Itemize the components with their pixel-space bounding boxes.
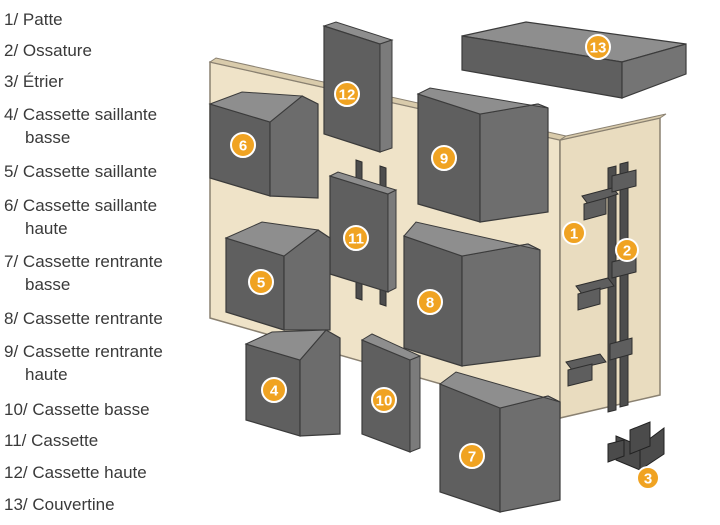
badge-label: 12: [339, 87, 356, 104]
badge-label: 13: [590, 40, 607, 57]
legend-label: Cassette: [31, 431, 99, 450]
legend-label-continued: basse: [25, 275, 71, 294]
legend-label: Étrier: [22, 72, 64, 91]
legend-item-12: 12/ Cassette haute: [4, 461, 147, 484]
legend-item-10: 10/ Cassette basse: [4, 398, 150, 421]
badge-label: 5: [257, 275, 265, 292]
badge-13: 13: [585, 34, 611, 60]
badge-1: 1: [562, 221, 586, 245]
legend-item-13: 13/ Couvertine: [4, 493, 115, 516]
badge-11: 11: [343, 225, 369, 251]
legend-label: Ossature: [22, 41, 92, 60]
legend-label-continued: basse: [25, 128, 71, 147]
badge-3: 3: [636, 466, 660, 490]
legend-label: Cassette rentrante: [22, 342, 163, 361]
patte-brackets: [565, 169, 637, 387]
badge-4: 4: [261, 377, 287, 403]
legend-item-6: 6/ Cassette saillante haute: [4, 194, 157, 240]
legend-item-8: 8/ Cassette rentrante: [4, 307, 163, 330]
legend-number: 8/: [4, 309, 19, 328]
badge-7: 7: [459, 443, 485, 469]
badge-9: 9: [431, 145, 457, 171]
legend-item-2: 2/ Ossature: [4, 39, 92, 62]
legend-number: 9/: [4, 342, 19, 361]
badge-label: 3: [644, 471, 652, 488]
legend-number: 10/: [4, 400, 28, 419]
couvertine-13: [461, 21, 687, 99]
legend-item-9: 9/ Cassette rentrante haute: [4, 340, 163, 386]
number-badges: 1 2 3 4 5 6 7 8 9 10 11 12 13: [230, 34, 660, 490]
legend-item-4: 4/ Cassette saillante basse: [4, 103, 157, 149]
legend-number: 12/: [4, 463, 28, 482]
legend: 1/ Patte 2/ Ossature 3/ Étrier 4/ Casset…: [0, 0, 200, 525]
legend-label-continued: haute: [25, 365, 68, 384]
legend-item-1: 1/ Patte: [4, 8, 63, 31]
badge-label: 6: [239, 138, 247, 155]
badge-label: 4: [270, 383, 279, 400]
legend-label: Cassette rentrante: [22, 252, 163, 271]
legend-label: Patte: [22, 10, 63, 29]
legend-item-3: 3/ Étrier: [4, 70, 64, 93]
legend-label: Couvertine: [32, 495, 115, 514]
wall-top-edge-right: [559, 113, 667, 141]
badge-label: 8: [426, 295, 434, 312]
legend-number: 7/: [4, 252, 19, 271]
legend-label: Cassette saillante: [22, 105, 158, 124]
badge-label: 11: [348, 231, 364, 248]
badge-12: 12: [334, 81, 360, 107]
legend-number: 1/: [4, 10, 19, 29]
badge-label: 1: [570, 226, 578, 243]
badge-label: 10: [376, 393, 393, 410]
legend-number: 2/: [4, 41, 19, 60]
badge-5: 5: [248, 269, 274, 295]
legend-number: 5/: [4, 162, 19, 181]
legend-label: Cassette basse: [32, 400, 150, 419]
badge-2: 2: [615, 238, 639, 262]
cassette-12: [322, 21, 394, 153]
legend-item-11: 11/ Cassette: [4, 429, 98, 452]
etrier-3: [607, 421, 665, 471]
badge-label: 2: [623, 243, 631, 260]
legend-item-5: 5/ Cassette saillante: [4, 160, 157, 183]
badge-label: 7: [468, 449, 476, 466]
badge-label: 9: [440, 151, 448, 168]
legend-number: 4/: [4, 105, 19, 124]
cassette-6: [208, 91, 319, 199]
badge-8: 8: [417, 289, 443, 315]
legend-label: Cassette saillante: [22, 162, 158, 181]
legend-number: 13/: [4, 495, 28, 514]
facade-cladding-diagram: 1 2 3 4 5 6 7 8 9 10 11 12 13: [208, 21, 687, 513]
legend-number: 6/: [4, 196, 19, 215]
cassette-5: [224, 221, 331, 331]
badge-10: 10: [371, 387, 397, 413]
cassette-4: [244, 329, 341, 437]
legend-number: 11/: [4, 431, 27, 450]
legend-label-continued: haute: [25, 219, 68, 238]
badge-6: 6: [230, 132, 256, 158]
legend-label: Cassette haute: [32, 463, 147, 482]
legend-label: Cassette saillante: [22, 196, 158, 215]
legend-item-7: 7/ Cassette rentrante basse: [4, 250, 163, 296]
legend-label: Cassette rentrante: [22, 309, 163, 328]
legend-number: 3/: [4, 72, 19, 91]
